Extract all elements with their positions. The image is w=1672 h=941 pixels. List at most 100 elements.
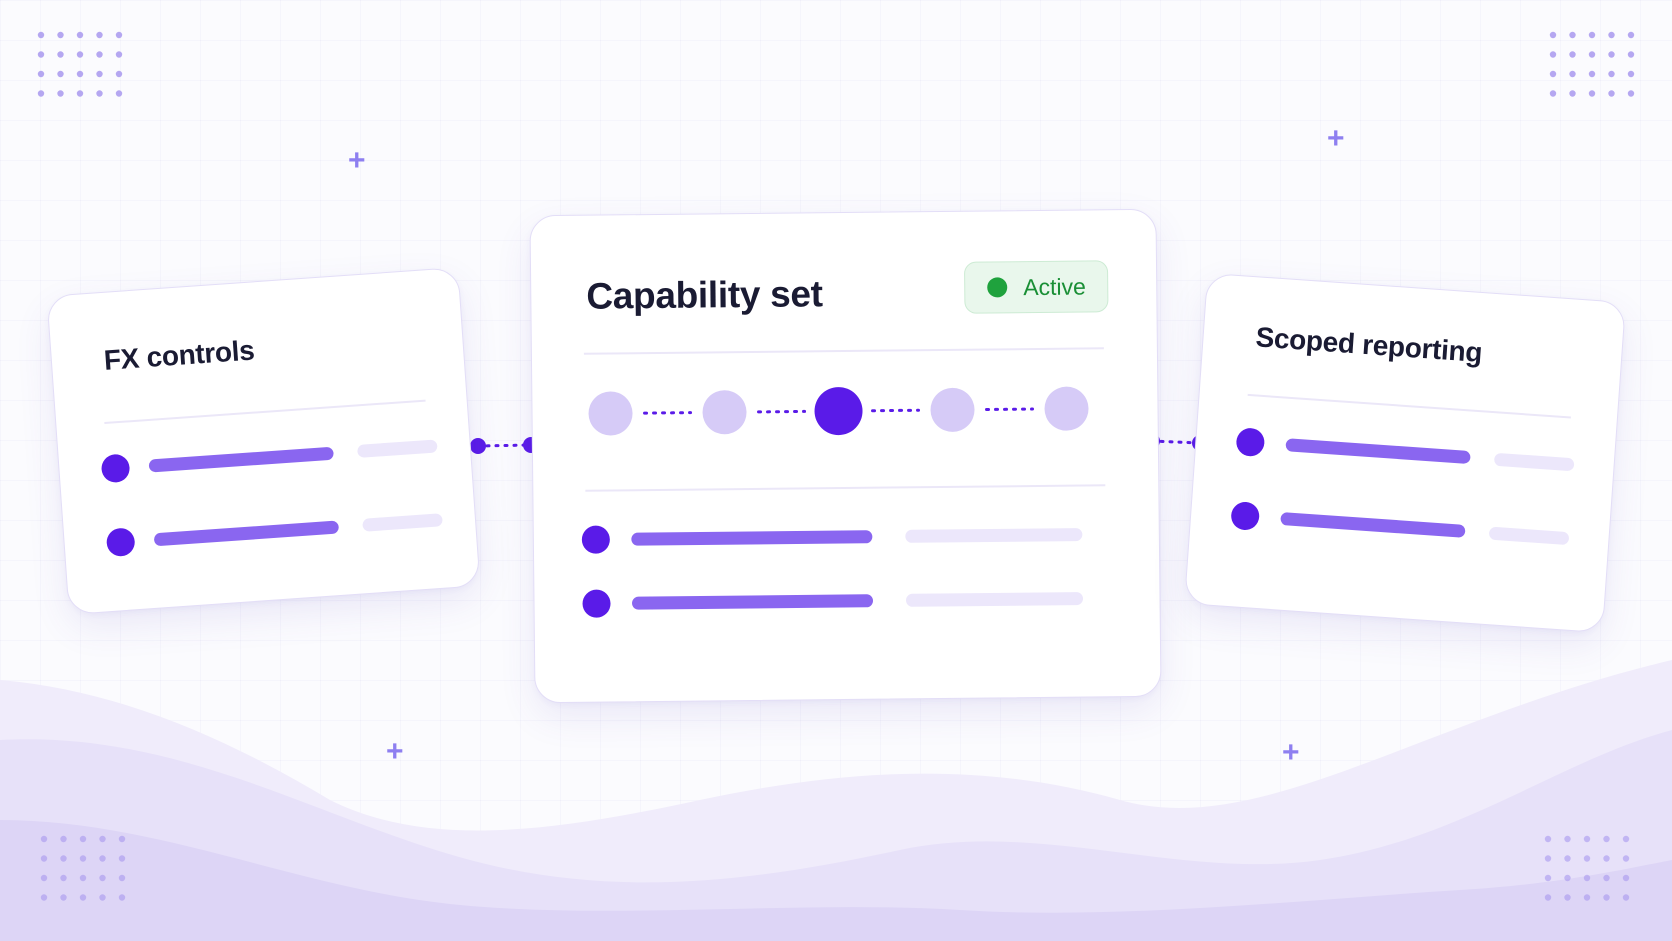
grid-dot: [1544, 874, 1552, 882]
grid-dot: [1544, 835, 1552, 843]
card-content: [1231, 393, 1575, 545]
grid-dot: [37, 51, 45, 58]
grid-dot: [1583, 894, 1591, 901]
grid-dot: [1622, 835, 1630, 843]
placeholder-bar-light: [906, 592, 1084, 607]
divider: [583, 347, 1104, 355]
bullet-dot-icon: [1231, 502, 1260, 531]
card-fx-controls[interactable]: FX controls: [46, 266, 481, 616]
connector-node: [470, 438, 486, 454]
grid-dot: [37, 31, 45, 39]
plus-icon: +: [1327, 122, 1345, 155]
grid-dot: [1549, 31, 1557, 39]
placeholder-bar-light: [1494, 453, 1575, 471]
grid-dot: [37, 90, 45, 97]
plus-icon: +: [348, 144, 366, 177]
grid-dot: [1549, 51, 1557, 58]
step-dot: [1044, 386, 1089, 431]
grid-dot: [1569, 31, 1576, 39]
grid-dot: [1549, 90, 1557, 97]
grid-dot: [1622, 874, 1630, 882]
list-row: [581, 525, 1083, 554]
grid-dot: [1583, 855, 1591, 862]
card-content: [101, 399, 443, 557]
placeholder-bar: [632, 594, 874, 610]
grid-dot: [1588, 90, 1596, 97]
grid-dot: [96, 51, 103, 58]
connector-left-center: [470, 437, 539, 454]
grid-dot: [118, 894, 126, 901]
card-scoped-reporting[interactable]: Scoped reporting: [1183, 272, 1627, 634]
wave-front: [0, 820, 1672, 941]
grid-dot: [40, 835, 48, 843]
divider: [585, 484, 1106, 492]
card-content: [581, 347, 1106, 618]
grid-dot: [1564, 874, 1571, 882]
wave-middle: [0, 730, 1672, 941]
grid-dot: [1549, 70, 1557, 78]
grid-dot: [1608, 70, 1615, 78]
grid-dot: [79, 835, 87, 843]
list-row: [582, 589, 1084, 618]
bullet-dot-icon: [106, 528, 135, 557]
grid-dot: [40, 855, 48, 862]
card-rows: [101, 439, 443, 557]
grid-dot: [1603, 855, 1610, 862]
grid-dot: [60, 855, 67, 862]
grid-dot: [1569, 70, 1576, 78]
grid-dot: [99, 894, 106, 901]
placeholder-bar-light: [357, 439, 438, 458]
placeholder-bar: [148, 447, 334, 473]
dot-grid-bottom-right: [1544, 835, 1630, 901]
card-capability-set[interactable]: Capability set Active: [529, 208, 1162, 704]
grid-dot: [1608, 90, 1615, 97]
grid-dot: [118, 835, 126, 843]
grid-dot: [1622, 855, 1630, 862]
grid-dot: [1608, 51, 1615, 58]
grid-dot: [1627, 90, 1635, 97]
placeholder-bar: [631, 530, 873, 546]
grid-dot: [115, 90, 123, 97]
dot-grid-top-right: [1549, 31, 1635, 97]
grid-dot: [1622, 894, 1630, 901]
grid-dot: [96, 70, 103, 78]
bullet-dot-icon: [101, 454, 130, 483]
grid-dot: [57, 31, 64, 39]
card-rows: [581, 525, 1084, 618]
grid-dot: [115, 51, 123, 58]
grid-dot: [99, 874, 106, 882]
grid-dot: [1564, 894, 1571, 901]
grid-dot: [76, 70, 84, 78]
grid-dot: [96, 90, 103, 97]
grid-dot: [57, 70, 64, 78]
list-row: [1231, 502, 1569, 545]
grid-dot: [1603, 874, 1610, 882]
grid-dot: [1627, 31, 1635, 39]
grid-dot: [76, 90, 84, 97]
grid-dot: [96, 31, 103, 39]
step-indicator: [588, 386, 1089, 436]
dot-grid-bottom-left: [40, 835, 126, 901]
grid-dot: [115, 70, 123, 78]
grid-dot: [1627, 70, 1635, 78]
placeholder-bar-light: [362, 513, 443, 532]
grid-dot: [60, 894, 67, 901]
placeholder-bar-light: [1489, 527, 1569, 545]
grid-dot: [118, 874, 126, 882]
grid-dot: [99, 855, 106, 862]
card-rows: [1231, 428, 1575, 545]
grid-dot: [1564, 855, 1571, 862]
list-row: [106, 513, 443, 557]
grid-dot: [1544, 855, 1552, 862]
grid-dot: [118, 855, 126, 862]
grid-dot: [1544, 894, 1552, 901]
grid-dot: [79, 894, 87, 901]
step-dot: [588, 391, 633, 436]
placeholder-bar: [154, 520, 339, 546]
grid-dot: [79, 855, 87, 862]
grid-dot: [1564, 835, 1571, 843]
grid-dot: [40, 874, 48, 882]
grid-dot: [40, 894, 48, 901]
